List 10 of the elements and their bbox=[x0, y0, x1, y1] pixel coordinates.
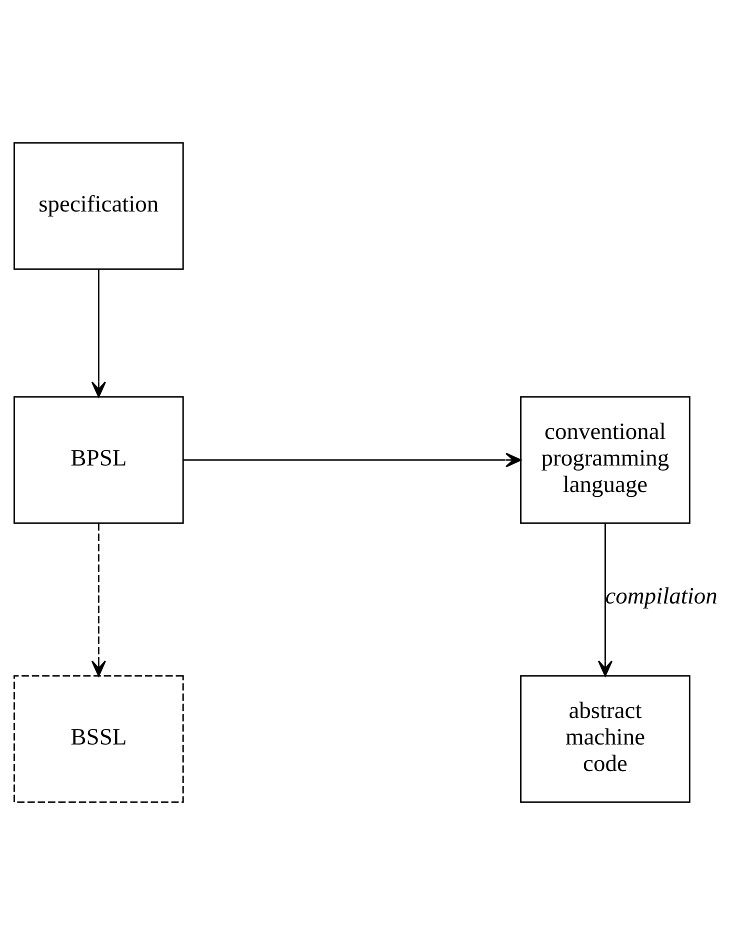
edge-label: compilation bbox=[605, 584, 718, 610]
arrow bbox=[91, 270, 106, 398]
arrow bbox=[183, 452, 522, 468]
node-box: BPSL bbox=[14, 396, 184, 524]
arrow bbox=[598, 523, 613, 677]
node-box: specification bbox=[14, 142, 184, 270]
node-box: BSSL bbox=[14, 675, 184, 803]
arrow bbox=[91, 523, 106, 677]
node-box: abstract machine code bbox=[520, 675, 690, 803]
node-box: conventional programming language bbox=[520, 396, 690, 524]
